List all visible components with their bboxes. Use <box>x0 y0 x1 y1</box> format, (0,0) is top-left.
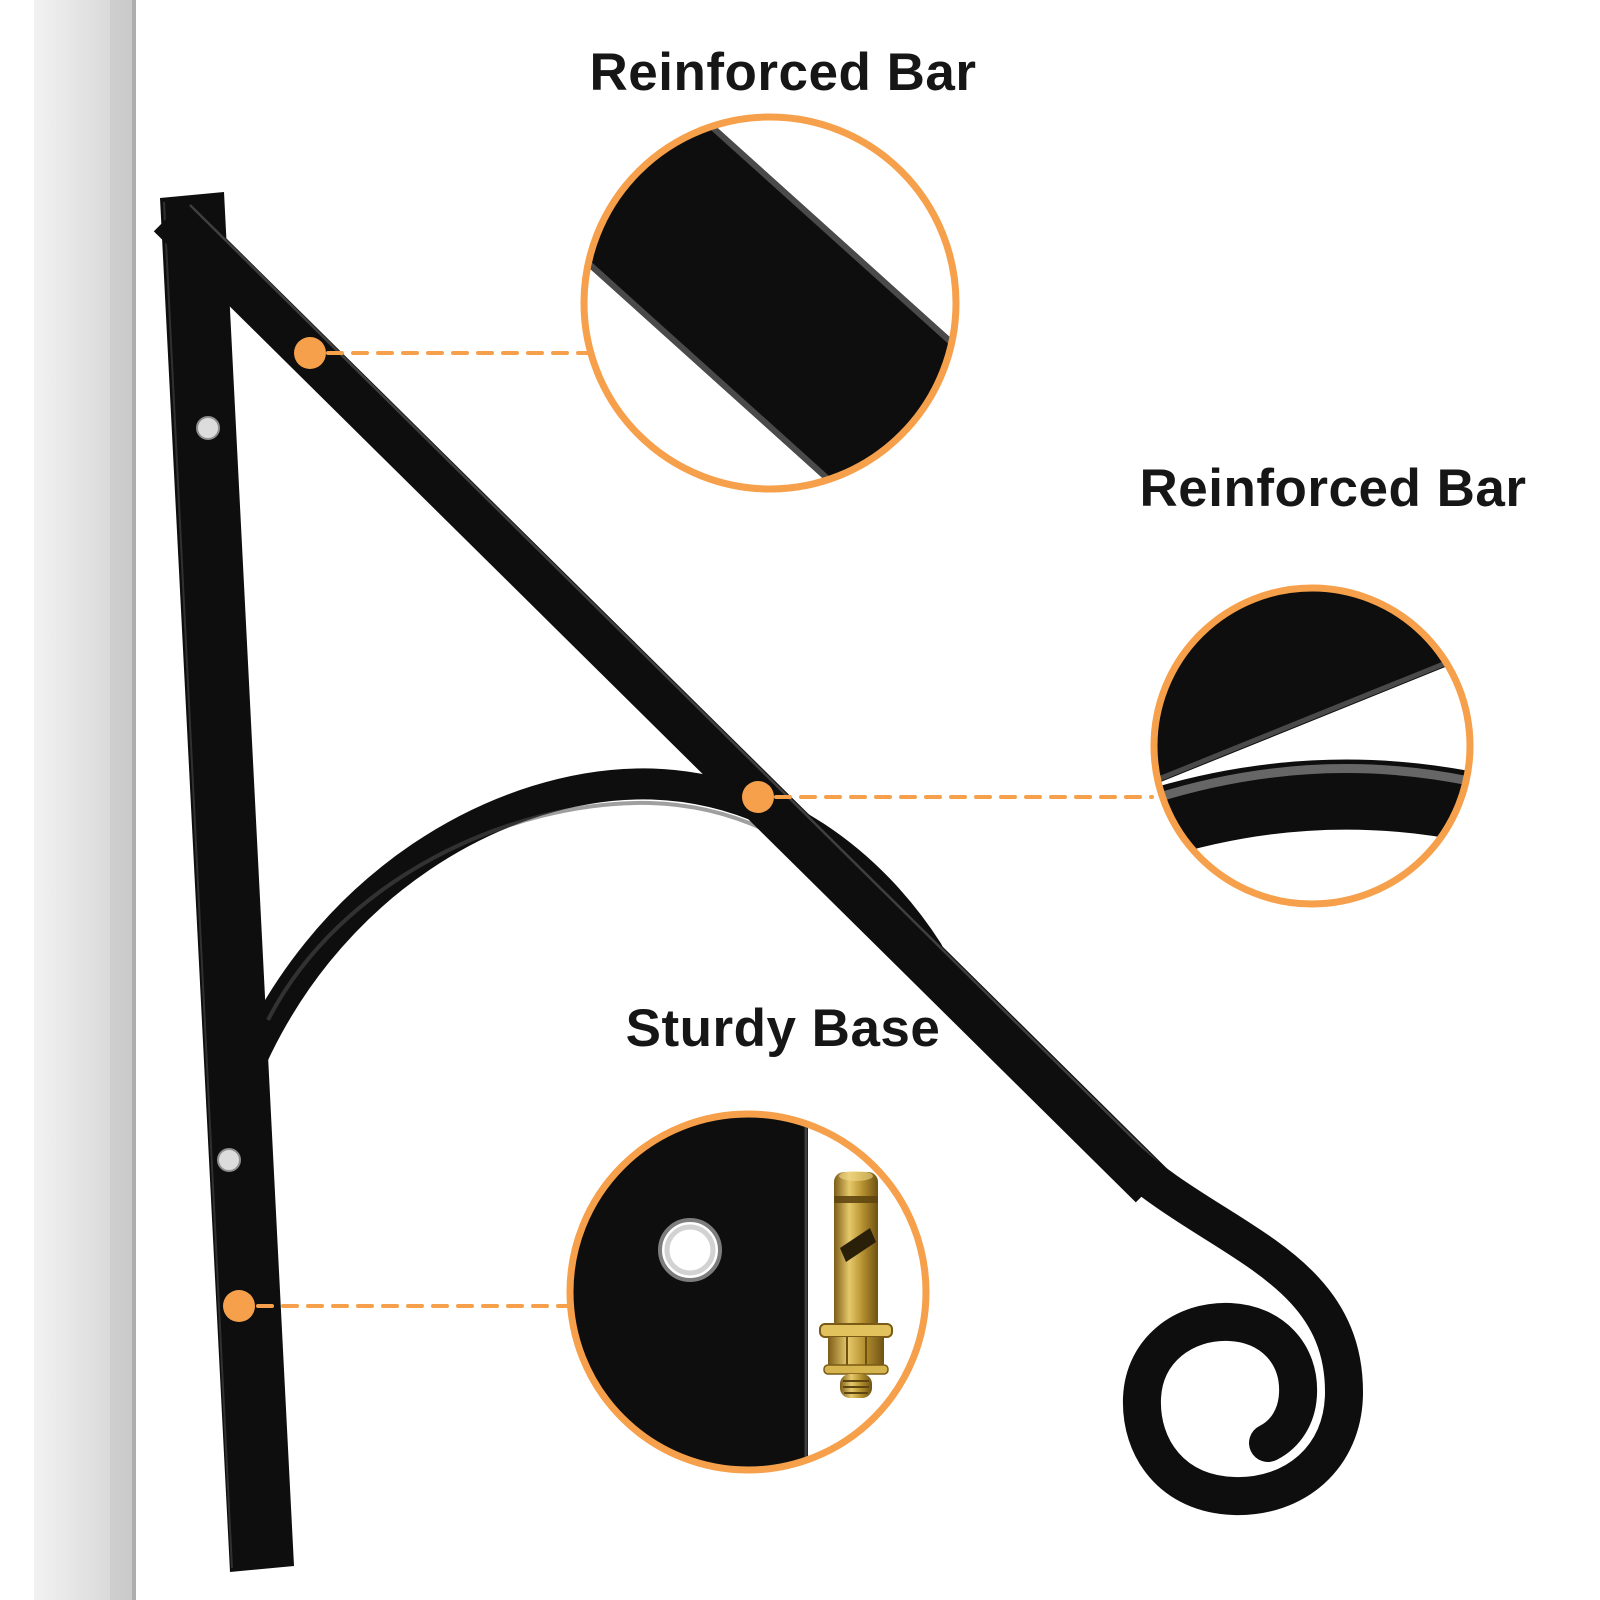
wall-post <box>34 0 136 1600</box>
wall-post-edge <box>132 0 136 1600</box>
anchor-bolt-nut <box>828 1337 884 1365</box>
zoom-inset-right <box>1150 584 1474 908</box>
zoomed-flat-bar <box>584 117 956 489</box>
handrail-bracket <box>153 192 1364 1572</box>
zoom-inset-top-ring <box>580 113 960 493</box>
zoom-inset-top <box>580 113 960 493</box>
anchor-bolt-flange <box>823 1364 889 1375</box>
bracket-scroll-end <box>1101 1135 1364 1516</box>
zoom-inset-top-content <box>584 117 956 489</box>
callout-dot-bottom <box>223 1290 255 1322</box>
zoomed-round-tube <box>1154 759 1470 860</box>
bracket-wall-plate <box>160 192 294 1572</box>
screw-hole-top <box>196 416 220 440</box>
zoom-inset-right-ring <box>1150 584 1474 908</box>
callout-dot-right <box>742 781 774 813</box>
anchor-bolt <box>819 1171 893 1398</box>
bracket-diagonal-bar <box>153 198 1169 1203</box>
label-sturdy-base: Sturdy Base <box>625 999 941 1058</box>
screw-hole-middle <box>217 1148 241 1172</box>
zoom-inset-bottom-ring <box>566 1110 930 1474</box>
zoomed-mounting-hole-rim <box>664 1224 716 1276</box>
bracket-diagonal-bar-highlight <box>189 204 1161 1166</box>
zoom-inset-right-content <box>1154 588 1470 860</box>
zoomed-flat-bar-right <box>1154 588 1470 807</box>
wall-post-side-face <box>110 0 134 1600</box>
callout-dot-top <box>294 337 326 369</box>
zoomed-base-plate <box>570 1114 808 1470</box>
anchor-bolt-expansion-slot <box>840 1228 876 1262</box>
zoomed-round-tube-highlight <box>1154 764 1470 805</box>
bracket-wall-plate-highlight <box>163 201 233 1569</box>
label-reinforced-bar-right: Reinforced Bar <box>1139 459 1527 518</box>
anchor-bolt-collar-groove <box>834 1196 878 1203</box>
label-reinforced-bar-top: Reinforced Bar <box>589 43 977 102</box>
zoom-inset-bottom <box>566 1110 930 1474</box>
anchor-bolt-head-shine <box>839 1171 873 1181</box>
anchor-bolt-washer <box>819 1323 893 1338</box>
